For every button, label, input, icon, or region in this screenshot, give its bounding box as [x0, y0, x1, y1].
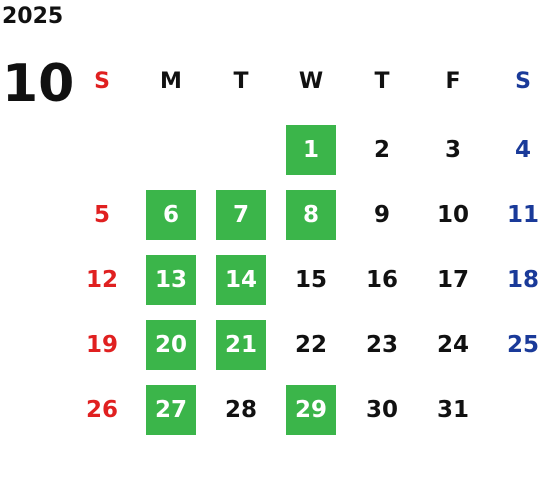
weekday-fri: F [445, 69, 461, 94]
day-cell-highlighted: 6 [146, 190, 196, 240]
weekday-sun: S [94, 69, 110, 94]
day-cell-highlighted: 13 [146, 255, 196, 305]
year-label: 2025 [2, 4, 64, 29]
day-cell: 28 [224, 397, 257, 423]
day-cell-highlighted: 27 [146, 385, 196, 435]
month-number: 10 [2, 54, 75, 114]
day-cell: 23 [365, 332, 398, 358]
day-cell: 15 [294, 267, 327, 293]
weekday-tue: T [233, 69, 249, 94]
day-cell: 26 [85, 397, 118, 423]
day-cell: 10 [436, 202, 469, 228]
day-cell: 2 [373, 137, 390, 163]
day-cell-highlighted: 21 [216, 320, 266, 370]
day-cell: 9 [373, 202, 390, 228]
day-cell-highlighted: 1 [286, 125, 336, 175]
weekday-wed: W [298, 69, 324, 94]
day-cell-highlighted: 20 [146, 320, 196, 370]
weekday-thu: T [374, 69, 390, 94]
day-cell: 5 [93, 202, 110, 228]
day-cell: 19 [85, 332, 118, 358]
weekday-mon: M [160, 69, 182, 94]
day-cell: 3 [444, 137, 461, 163]
day-cell: 4 [514, 137, 531, 163]
day-cell: 30 [365, 397, 398, 423]
day-cell: 31 [436, 397, 469, 423]
day-cell: 25 [506, 332, 539, 358]
day-cell: 12 [85, 267, 118, 293]
day-cell: 11 [506, 202, 539, 228]
day-cell-highlighted: 29 [286, 385, 336, 435]
weekday-sat: S [515, 69, 531, 94]
day-cell: 16 [365, 267, 398, 293]
day-cell-highlighted: 14 [216, 255, 266, 305]
day-cell-highlighted: 7 [216, 190, 266, 240]
day-cell: 22 [294, 332, 327, 358]
day-cell: 24 [436, 332, 469, 358]
day-cell: 18 [506, 267, 539, 293]
day-cell: 17 [436, 267, 469, 293]
day-cell-highlighted: 8 [286, 190, 336, 240]
